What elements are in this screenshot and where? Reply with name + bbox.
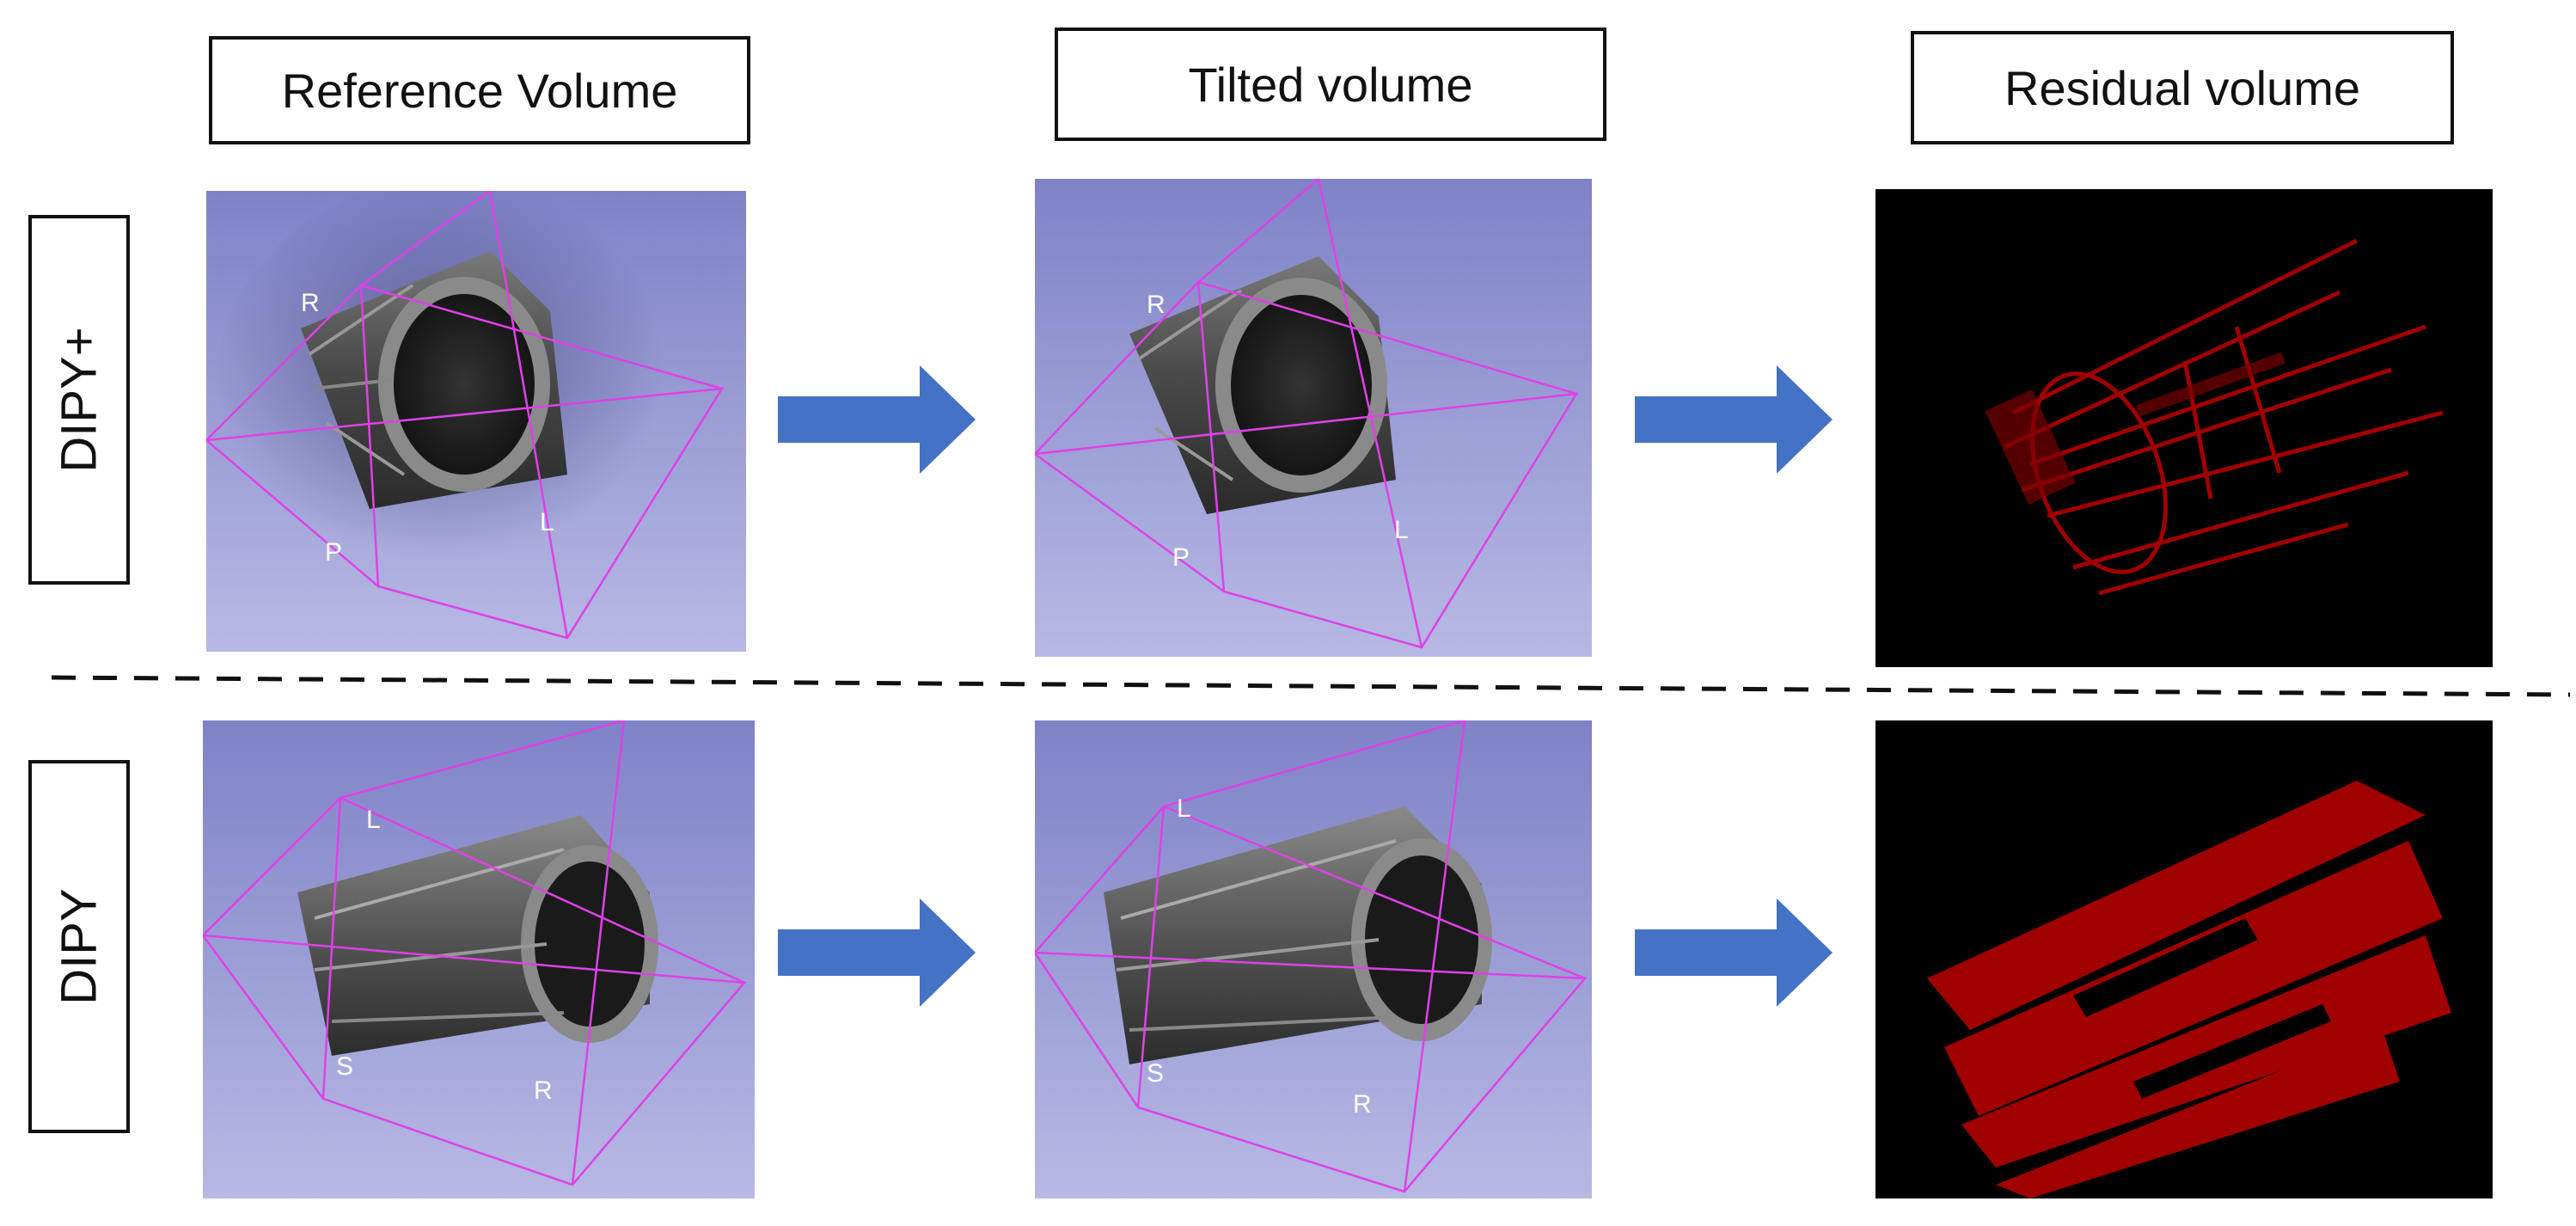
column-header-reference-text: Reference Volume: [281, 63, 678, 118]
top-tilted-volume: R L P: [1035, 179, 1592, 657]
row-label-bottom-text: DIPY: [51, 888, 107, 1005]
svg-text:S: S: [1147, 1059, 1164, 1088]
svg-text:P: P: [325, 538, 342, 567]
svg-text:R: R: [534, 1076, 553, 1105]
right-arrow-icon: [778, 365, 976, 474]
top-reference-volume: R L P: [206, 191, 746, 652]
column-header-tilted-text: Tilted volume: [1188, 57, 1473, 112]
bottom-tilted-volume: L S R: [1035, 720, 1592, 1198]
row-label-top-text: DIPY+: [51, 327, 107, 473]
row-label-bottom: DIPY: [28, 760, 130, 1133]
right-arrow-icon: [778, 898, 976, 1007]
top-residual-volume: [1875, 189, 2493, 667]
row-divider: [51, 675, 2571, 697]
column-header-residual: Residual volume: [1911, 31, 2454, 144]
svg-text:L: L: [1394, 516, 1409, 544]
svg-text:R: R: [1147, 291, 1166, 319]
svg-text:S: S: [336, 1052, 353, 1081]
orientation-label: R: [301, 289, 320, 317]
column-header-tilted: Tilted volume: [1055, 28, 1606, 141]
bottom-reference-volume: L S R: [203, 720, 755, 1198]
svg-text:R: R: [1353, 1090, 1372, 1119]
svg-text:L: L: [540, 508, 554, 536]
bottom-residual-volume: [1875, 720, 2493, 1198]
right-arrow-icon: [1635, 898, 1833, 1007]
column-header-residual-text: Residual volume: [2004, 60, 2360, 115]
row-label-top: DIPY+: [28, 215, 130, 585]
svg-text:L: L: [1177, 794, 1191, 823]
svg-text:P: P: [1172, 543, 1190, 572]
column-header-reference: Reference Volume: [209, 36, 750, 144]
svg-text:L: L: [366, 806, 381, 834]
cylinder-shape: [301, 251, 567, 509]
right-arrow-icon: [1635, 365, 1833, 474]
